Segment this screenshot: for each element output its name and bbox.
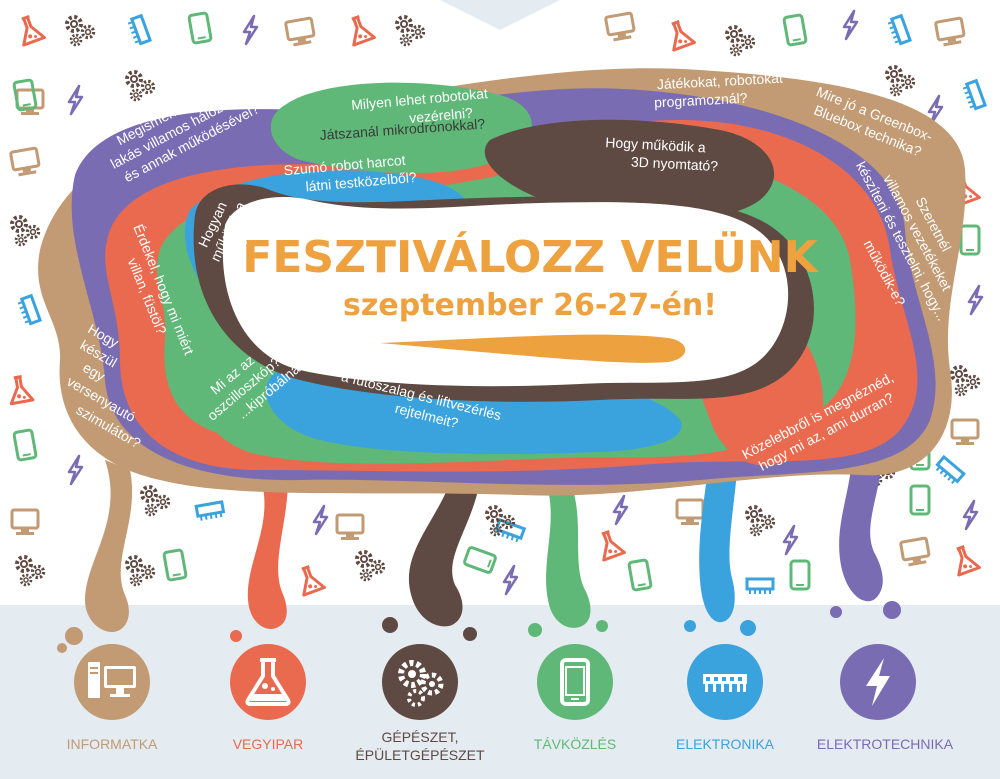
svg-text:Hogy működik a3D nyomtató?: Hogy működik a3D nyomtató? <box>604 134 720 174</box>
comet-swoosh <box>380 334 686 363</box>
category-elektrotechnika-label: ELEKTROTECHNIKA <box>817 736 954 752</box>
bg-monitor-icon <box>335 513 365 542</box>
category-informatika[interactable] <box>74 644 150 720</box>
bg-monitor-icon <box>283 16 317 49</box>
bg-bolt-icon <box>67 454 84 486</box>
bg-chip-icon <box>745 577 775 596</box>
question-5-line-1: Hogy működik a <box>605 134 706 155</box>
bg-phone-icon <box>12 78 38 112</box>
bg-gears-icon <box>142 487 169 515</box>
bg-gears-icon <box>127 72 154 100</box>
category-gepeszet-label-line-2: ÉPÜLETGÉPÉSZET <box>355 746 485 763</box>
question-6-line-2: programoznál? <box>654 90 748 111</box>
bg-flask-icon <box>948 542 981 577</box>
bg-phone-icon <box>162 548 188 582</box>
top-notch <box>0 0 1000 60</box>
gears-icon <box>398 660 444 707</box>
bg-bolt-icon <box>502 564 519 596</box>
bg-monitor-icon <box>898 536 932 569</box>
category-vegyipar[interactable] <box>230 644 306 720</box>
svg-text:Játékokat, robotokatprogramozn: Játékokat, robotokatprogramoznál? <box>653 70 784 111</box>
category-vegyipar-circle <box>230 644 306 720</box>
category-row <box>74 644 916 720</box>
category-tavkozles-circle <box>537 644 613 720</box>
category-gepeszet-label-line-1: GÉPÉSZET, <box>381 729 458 745</box>
bg-gears-icon <box>17 557 44 585</box>
bg-bolt-icon <box>962 499 979 531</box>
bg-monitor-icon <box>675 498 705 527</box>
bg-flask-icon <box>5 373 35 406</box>
bg-gears-icon <box>67 17 94 45</box>
bg-bolt-icon <box>612 494 629 526</box>
bg-phone-icon <box>909 484 931 516</box>
bg-gears-icon <box>357 552 384 580</box>
flask-icon <box>245 658 291 706</box>
bg-monitor-icon <box>10 508 40 537</box>
bg-flask-icon <box>13 12 46 47</box>
bg-chip-icon <box>932 455 966 487</box>
headline-subtitle: szeptember 26-27-én! <box>343 288 717 323</box>
question-2-line-2: vezérelni? <box>408 104 473 126</box>
svg-text:Megismerkednél egylakás villam: Megismerkednél egylakás villamos hálózat… <box>99 66 266 188</box>
category-gepeszet[interactable] <box>382 644 458 720</box>
question-5: Hogy működik a3D nyomtató? <box>604 134 720 174</box>
bg-bolt-icon <box>312 504 329 536</box>
question-1: Megismerkednél egylakás villamos hálózat… <box>99 66 266 188</box>
footer-band <box>0 605 1000 779</box>
category-informatika-label: INFORMATKA <box>67 736 158 752</box>
category-elektronika[interactable] <box>687 644 763 720</box>
bg-bolt-icon <box>242 14 259 46</box>
bg-gears-icon <box>12 217 39 245</box>
question-5-line-2: 3D nyomtató? <box>631 154 719 175</box>
paint-blobs <box>38 68 966 496</box>
category-elektronika-label: ELEKTRONIKA <box>676 736 775 752</box>
bg-phone-icon <box>959 224 981 256</box>
bg-flask-icon <box>593 527 626 562</box>
bg-phone-icon <box>187 11 213 45</box>
bg-phone-icon <box>789 559 811 591</box>
category-elektrotechnika[interactable] <box>840 644 916 720</box>
bg-flask-icon <box>293 562 326 597</box>
computer-icon <box>88 662 136 698</box>
bg-phone-icon <box>462 545 498 575</box>
category-tavkozles[interactable] <box>537 644 613 720</box>
category-tavkozles-label: TÁVKÖZLÉS <box>534 735 616 752</box>
bg-monitor-icon <box>8 146 42 179</box>
category-labels: INFORMATKA VEGYIPAR GÉPÉSZET, ÉPÜLETGÉPÉ… <box>67 729 954 763</box>
headline: FESZTIVÁLOZZ VELÜNK szeptember 26-27-én! <box>242 230 820 363</box>
question-6-line-1: Játékokat, robotokat <box>656 70 783 93</box>
bg-gears-icon <box>747 507 774 535</box>
bg-bolt-icon <box>782 524 799 556</box>
chip-icon <box>703 674 747 692</box>
bg-gears-icon <box>952 367 979 395</box>
bg-bolt-icon <box>67 84 84 116</box>
bg-monitor-icon <box>950 418 980 447</box>
bg-bolt-icon <box>967 284 984 316</box>
bg-chip-icon <box>194 500 226 523</box>
bg-chip-icon <box>125 14 152 47</box>
category-vegyipar-label: VEGYIPAR <box>233 736 304 752</box>
bg-gears-icon <box>887 67 914 95</box>
lightning-icon <box>866 658 890 706</box>
phone-icon <box>560 658 590 706</box>
question-6: Játékokat, robotokatprogramoznál? <box>653 70 784 111</box>
headline-title: FESZTIVÁLOZZ VELÜNK <box>242 230 819 283</box>
bg-phone-icon <box>627 558 653 592</box>
bg-phone-icon <box>12 428 38 462</box>
bg-chip-icon <box>15 294 42 327</box>
bg-chip-icon <box>960 79 987 112</box>
bg-gears-icon <box>127 557 154 585</box>
